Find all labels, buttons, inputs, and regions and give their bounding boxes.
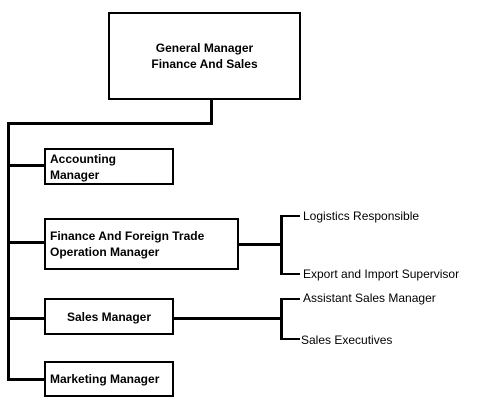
connector-finance-out — [238, 243, 282, 246]
finance-foreign-trade-manager-box: Finance And Foreign Trade Operation Mana… — [44, 218, 239, 270]
connector-sales-branch — [280, 298, 283, 340]
connector-finance — [7, 241, 45, 244]
connector-finance-branch — [280, 215, 283, 275]
accounting-manager-box: Accounting Manager — [44, 148, 174, 185]
finance-foreign-trade-manager-label: Finance And Foreign Trade Operation Mana… — [50, 229, 205, 259]
sales-executives-label: Sales Executives — [301, 333, 393, 347]
connector-top-down — [210, 98, 213, 124]
connector-sales-out — [173, 317, 282, 320]
logistics-responsible-label: Logistics Responsible — [303, 209, 420, 223]
connector-export-import — [280, 273, 300, 275]
marketing-manager-box: Marketing Manager — [44, 361, 174, 397]
connector-top-horizontal — [7, 122, 213, 125]
sales-manager-box: Sales Manager — [44, 298, 174, 335]
general-manager-box: General Manager Finance And Sales — [108, 12, 301, 100]
connector-trunk — [7, 122, 10, 381]
assistant-sales-manager-label: Assistant Sales Manager — [303, 291, 436, 305]
connector-sales — [7, 317, 45, 320]
connector-assistant-sales — [280, 298, 300, 300]
marketing-manager-label: Marketing Manager — [50, 372, 160, 386]
connector-sales-executives — [280, 338, 300, 340]
connector-accounting — [7, 164, 45, 167]
sales-manager-label: Sales Manager — [66, 309, 152, 324]
export-import-supervisor-label: Export and Import Supervisor — [303, 267, 460, 281]
general-manager-label: General Manager Finance And Sales — [151, 41, 258, 71]
accounting-manager-label: Accounting Manager — [50, 151, 116, 182]
connector-marketing — [7, 378, 45, 381]
connector-logistics — [280, 215, 300, 217]
